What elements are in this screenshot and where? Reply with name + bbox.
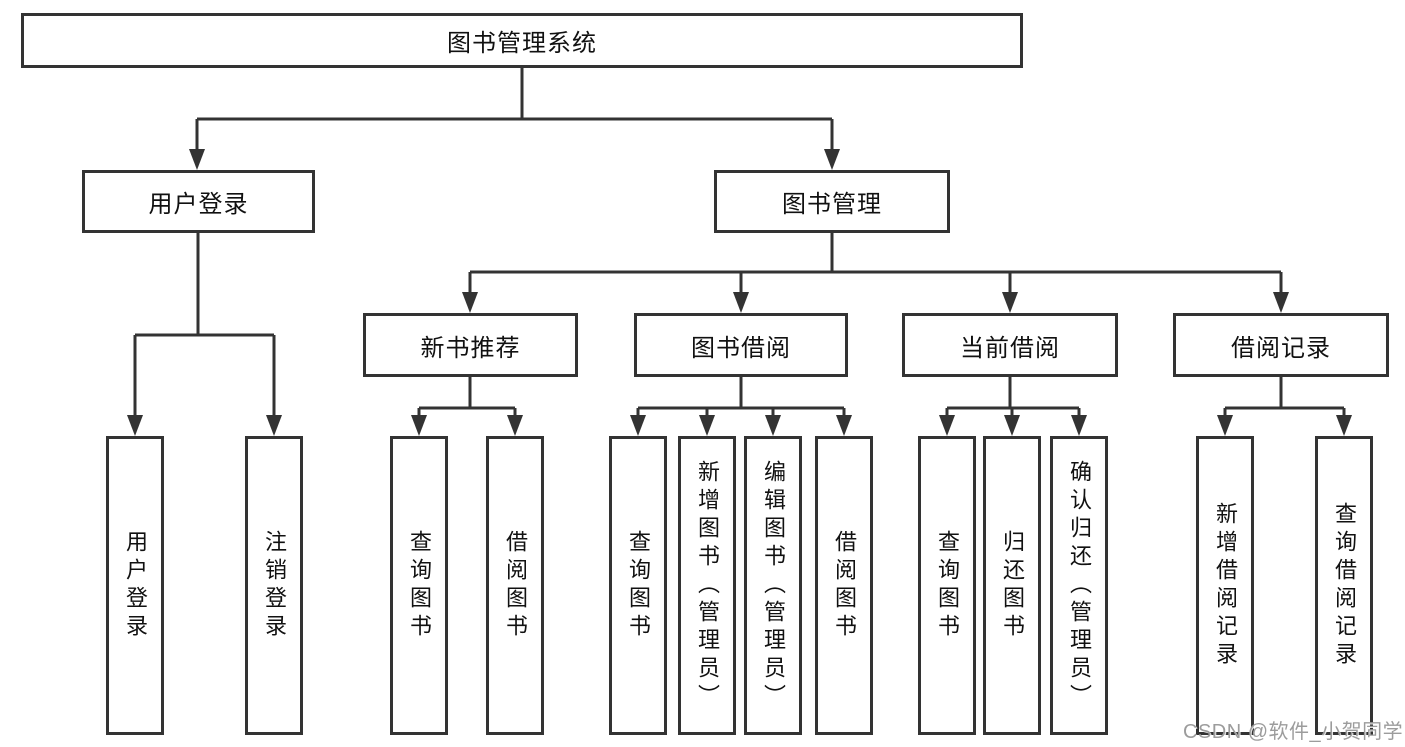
leaf-user-login-label: 用户登录 — [123, 529, 148, 642]
leaf-borrow-books-label: 借阅图书 — [832, 529, 857, 642]
leaf-edit-books-admin-label: 编辑图书（管理员） — [761, 459, 786, 712]
node-book-management: 图书管理 — [714, 170, 950, 233]
leaf-borrow-books-recommend-label: 借阅图书 — [503, 529, 528, 642]
leaf-query-borrow-record-label: 查询借阅记录 — [1332, 501, 1357, 670]
node-book-borrow: 图书借阅 — [634, 313, 848, 377]
node-current-borrow: 当前借阅 — [902, 313, 1118, 377]
leaf-add-books-admin-label: 新增图书（管理员） — [695, 459, 720, 712]
node-user-login: 用户登录 — [82, 170, 315, 233]
leaf-return-books: 归还图书 — [983, 436, 1041, 735]
node-current-borrow-label: 当前借阅 — [960, 334, 1060, 362]
leaf-query-books-current-label: 查询图书 — [935, 529, 960, 642]
leaf-return-books-label: 归还图书 — [1000, 529, 1025, 642]
node-borrow-records-label: 借阅记录 — [1231, 334, 1331, 362]
leaf-confirm-return-admin: 确认归还（管理员） — [1050, 436, 1108, 735]
leaf-query-books-recommend-label: 查询图书 — [407, 529, 432, 642]
leaf-query-books-borrow: 查询图书 — [609, 436, 667, 735]
node-root-system: 图书管理系统 — [21, 13, 1023, 68]
leaf-borrow-books-recommend: 借阅图书 — [486, 436, 544, 735]
leaf-query-books-borrow-label: 查询图书 — [626, 529, 651, 642]
leaf-confirm-return-admin-label: 确认归还（管理员） — [1067, 459, 1092, 712]
node-borrow-records: 借阅记录 — [1173, 313, 1389, 377]
node-root-label: 图书管理系统 — [447, 30, 597, 57]
leaf-edit-books-admin: 编辑图书（管理员） — [744, 436, 802, 735]
node-book-management-label: 图书管理 — [782, 191, 882, 218]
leaf-logout-label: 注销登录 — [262, 529, 287, 642]
leaf-add-borrow-record: 新增借阅记录 — [1196, 436, 1254, 735]
node-new-book-recommend-label: 新书推荐 — [420, 334, 521, 362]
leaf-logout: 注销登录 — [245, 436, 303, 735]
leaf-add-books-admin: 新增图书（管理员） — [678, 436, 736, 735]
node-book-borrow-label: 图书借阅 — [691, 334, 791, 362]
leaf-borrow-books: 借阅图书 — [815, 436, 873, 735]
csdn-watermark: CSDN @软件_小贺同学 — [1183, 721, 1404, 743]
leaf-query-books-current: 查询图书 — [918, 436, 976, 735]
leaf-query-borrow-record: 查询借阅记录 — [1315, 436, 1373, 735]
node-new-book-recommend: 新书推荐 — [363, 313, 578, 377]
arrowhead-icons — [127, 149, 1352, 436]
leaf-user-login: 用户登录 — [106, 436, 164, 735]
leaf-add-borrow-record-label: 新增借阅记录 — [1213, 501, 1238, 670]
leaf-query-books-recommend: 查询图书 — [390, 436, 448, 735]
node-user-login-label: 用户登录 — [148, 191, 249, 218]
